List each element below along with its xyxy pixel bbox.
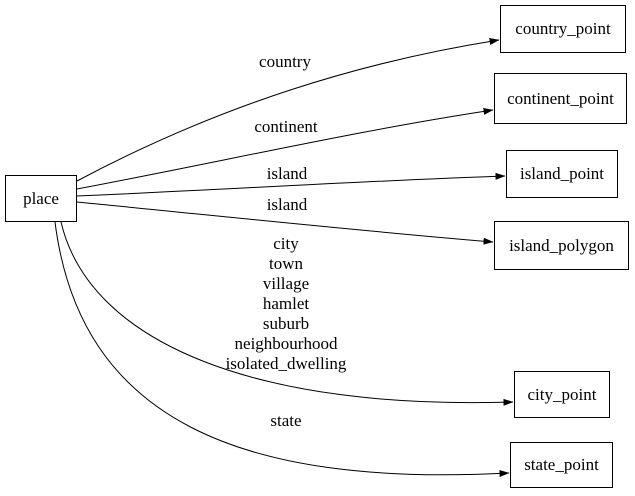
edge-label-island_polygon: island bbox=[266, 195, 308, 214]
edge-label-island_point: island bbox=[266, 164, 308, 183]
node-label-city_point: city_point bbox=[527, 384, 597, 404]
edge-label-state_point: state bbox=[270, 411, 302, 430]
node-label-island_point: island_point bbox=[519, 164, 605, 183]
edge-place-to-island_polygon bbox=[76, 201, 494, 245]
node-state_point: state_point bbox=[510, 442, 613, 488]
edge-label-continent_point: continent bbox=[254, 117, 318, 136]
node-island_point: island_point bbox=[506, 150, 618, 198]
node-label-island_polygon: island_polygon bbox=[509, 235, 614, 255]
edge-place-to-city_point bbox=[60, 221, 514, 406]
node-label-continent_point: continent_point bbox=[507, 88, 614, 108]
node-continent_point: continent_point bbox=[494, 73, 627, 124]
edge-label-city_point: city town village hamlet suburb neighbou… bbox=[225, 234, 347, 373]
edge-place-to-continent_point bbox=[76, 107, 494, 190]
node-island_polygon: island_polygon bbox=[494, 221, 629, 270]
edge-place-to-island_point bbox=[76, 172, 506, 197]
node-label-place: place bbox=[23, 188, 59, 208]
node-label-state_point: state_point bbox=[524, 455, 599, 474]
node-place: place bbox=[5, 175, 77, 222]
node-country_point: country_point bbox=[500, 5, 626, 53]
edge-label-country_point: country bbox=[259, 52, 311, 71]
edge-place-to-state_point bbox=[54, 221, 510, 477]
node-city_point: city_point bbox=[514, 371, 610, 418]
node-label-country_point: country_point bbox=[515, 19, 611, 38]
edge-place-to-country_point bbox=[76, 38, 500, 182]
